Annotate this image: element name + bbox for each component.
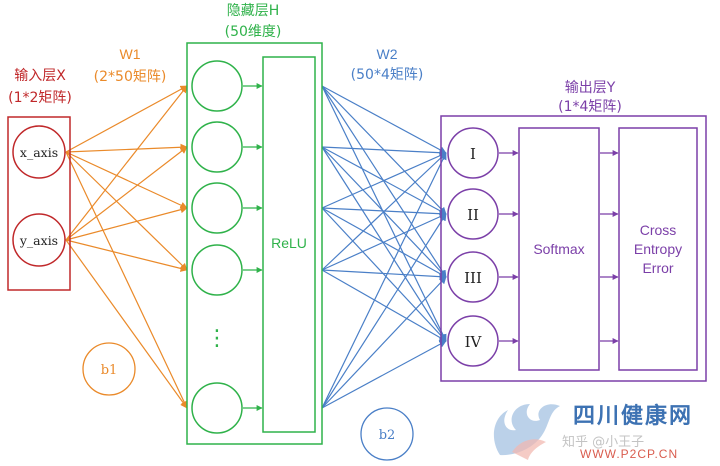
w2-label-group: W2 (50*4矩阵)	[351, 46, 424, 83]
hidden-node	[191, 382, 243, 434]
w2-edge	[321, 213, 447, 271]
w1-edge	[65, 151, 188, 209]
output-layer-shape: (1*4矩阵)	[558, 99, 622, 115]
w2-edge	[321, 146, 447, 157]
output-node	[447, 251, 499, 303]
input-node-x-label: x_axis	[20, 145, 58, 160]
bias-b2: b2	[360, 407, 414, 461]
w1-edge	[65, 239, 188, 272]
w2-edge	[321, 146, 447, 342]
w1-shape: (2*50矩阵)	[94, 69, 167, 85]
w1-edge	[65, 206, 188, 241]
w2-edge	[321, 85, 447, 154]
loss-label-line3: Error	[642, 260, 673, 276]
relu-box	[262, 56, 316, 433]
bias-b1-label: b1	[101, 363, 118, 378]
w1-edge	[65, 151, 188, 409]
w2-edge	[321, 269, 447, 342]
input-node-y-label: y_axis	[19, 233, 58, 248]
w1-edge	[65, 239, 188, 409]
softmax-label: Softmax	[533, 241, 584, 257]
w2-edge	[321, 85, 447, 278]
input-layer-box	[7, 116, 71, 291]
output-node-label: IV	[465, 333, 483, 351]
w2-edge	[321, 340, 447, 409]
bias-b2-circle	[360, 407, 414, 461]
w2-edge	[321, 152, 447, 409]
softmax-box	[518, 127, 600, 371]
w1-edge	[65, 146, 188, 241]
w1-label-group: W1 (2*50矩阵)	[94, 46, 167, 85]
output-node-label: III	[464, 269, 482, 287]
hidden-layer-box	[186, 42, 323, 445]
w1-edge	[65, 85, 188, 241]
output-layer-box	[440, 115, 707, 382]
w2-title: W2	[377, 46, 398, 62]
w1-edge	[65, 151, 188, 271]
w2-edge	[321, 276, 447, 409]
hidden-node	[191, 60, 243, 112]
w2-shape: (50*4矩阵)	[351, 67, 424, 83]
output-node-label: II	[467, 206, 479, 224]
w2-edge	[321, 207, 447, 342]
hidden-node	[191, 244, 243, 296]
output-arrows	[499, 150, 619, 344]
output-node	[447, 188, 499, 240]
w2-edge	[321, 213, 447, 409]
watermark-domain: WWW.P2CP.CN	[580, 447, 678, 461]
loss-label-line2: Entropy	[634, 241, 682, 257]
hidden-layer: 隐藏层H (50维度) ReLU ⋮	[186, 3, 323, 445]
w1-title: W1	[120, 46, 141, 62]
w1-edge	[65, 143, 188, 153]
output-node	[447, 315, 499, 367]
output-layer-title: 输出层Y	[565, 80, 616, 96]
watermark-brand: 四川健康网	[573, 403, 693, 429]
bias-b1-circle	[82, 342, 136, 396]
input-node-x	[12, 125, 66, 179]
input-layer: 输入层X (1*2矩阵) x_axis y_axis	[7, 68, 72, 291]
w2-connections	[321, 85, 447, 409]
watermark: 四川健康网 知乎 @小王子 WWW.P2CP.CN	[493, 403, 693, 461]
bias-b1: b1	[82, 342, 136, 396]
w2-edge	[321, 152, 447, 271]
bias-b2-label: b2	[379, 428, 396, 443]
hidden-nodes	[191, 60, 263, 434]
output-node-label: I	[470, 145, 476, 163]
output-node	[447, 127, 499, 179]
watermark-zhihu: 知乎 @小王子	[562, 434, 644, 450]
loss-label-line1: Cross	[640, 222, 677, 238]
w1-connections	[65, 85, 188, 409]
input-node-y	[12, 213, 66, 267]
hidden-node	[191, 182, 243, 234]
w2-edge	[321, 152, 447, 209]
hidden-ellipsis: ⋮	[206, 326, 228, 351]
relu-label: ReLU	[271, 235, 307, 251]
phoenix-logo-icon	[493, 404, 560, 460]
w1-edge	[65, 85, 188, 153]
input-layer-shape: (1*2矩阵)	[8, 90, 72, 106]
loss-box	[618, 127, 698, 371]
hidden-node	[191, 121, 243, 173]
hidden-layer-title: 隐藏层H	[227, 3, 280, 19]
input-layer-title: 输入层X	[14, 68, 66, 84]
w2-edge	[321, 269, 447, 281]
hidden-layer-shape: (50维度)	[225, 24, 282, 40]
